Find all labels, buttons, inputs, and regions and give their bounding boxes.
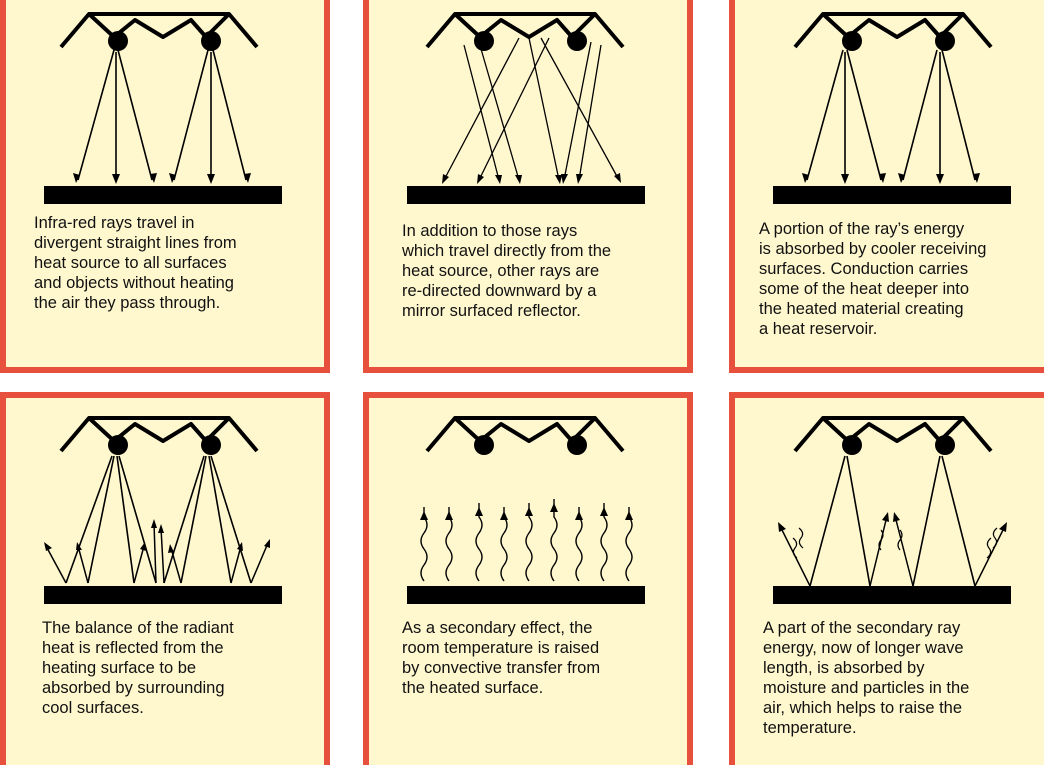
heater-reflector	[793, 12, 993, 51]
caption: A part of the secondary ray energy, now …	[763, 619, 970, 737]
panel-direct-rays: Infra-red rays travel in divergent strai…	[0, 0, 330, 373]
heated-surface	[773, 586, 1011, 604]
diagram-reflected-rays	[407, 12, 645, 204]
incident-rays	[65, 455, 252, 584]
heated-surface	[773, 186, 1011, 204]
diagram-absorption	[773, 12, 1011, 204]
ray-arrowheads	[73, 173, 251, 184]
diagram-air-absorption	[773, 416, 1011, 604]
heater-reflector	[59, 416, 259, 455]
heated-surface	[407, 186, 645, 204]
ray-arrowheads	[44, 519, 270, 553]
panel-absorption: A portion of the ray’s energy is absorbe…	[729, 0, 1044, 373]
panel-re-radiation: The balance of the radiant heat is refle…	[0, 392, 330, 765]
wavy-rays	[792, 527, 998, 559]
panel-convection: As a secondary effect, the room temperat…	[363, 392, 693, 765]
ray-arrowheads	[802, 173, 980, 184]
panel-reflected-rays: In addition to those rays which travel d…	[363, 0, 693, 373]
reflected-rays	[45, 522, 269, 584]
heater-reflector	[793, 416, 993, 455]
convection-waves	[420, 499, 633, 582]
heated-surface	[44, 586, 282, 604]
diagram-direct-rays	[44, 12, 282, 204]
panel-air-absorption: A part of the secondary ray energy, now …	[729, 392, 1044, 765]
caption: In addition to those rays which travel d…	[402, 222, 612, 320]
secondary-rays	[779, 515, 1006, 587]
direct-rays	[806, 49, 976, 181]
caption: Infra-red rays travel in divergent strai…	[34, 214, 237, 312]
direct-rays	[77, 49, 247, 181]
diagram-convection	[407, 416, 645, 604]
ray-arrowheads	[442, 173, 621, 184]
heater-reflector	[425, 12, 625, 51]
wave-arrowheads	[420, 503, 633, 520]
caption: The balance of the radiant heat is refle…	[42, 619, 234, 717]
diagram-re-radiation	[44, 416, 282, 604]
heated-surface	[407, 586, 645, 604]
caption: A portion of the ray’s energy is absorbe…	[759, 220, 987, 338]
heater-reflector	[59, 12, 259, 51]
heated-surface	[44, 186, 282, 204]
heater-reflector	[425, 416, 625, 455]
incident-rays	[809, 455, 976, 587]
caption: As a secondary effect, the room temperat…	[402, 619, 601, 697]
reflected-rays	[443, 37, 620, 181]
ray-arrowheads	[778, 512, 1007, 532]
